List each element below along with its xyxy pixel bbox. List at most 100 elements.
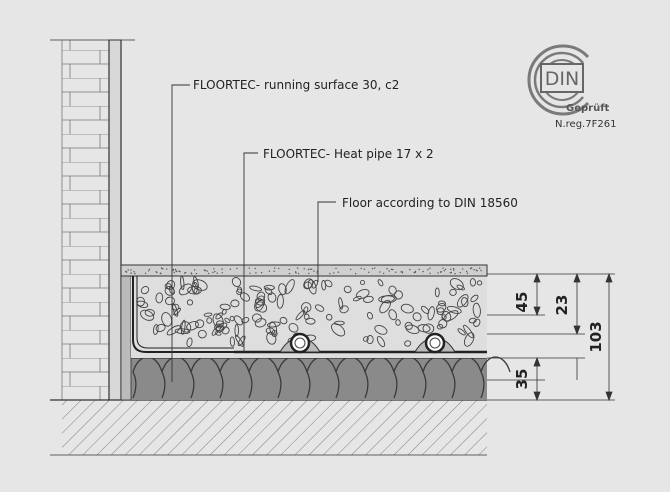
pebble (379, 299, 391, 314)
surface-grain (363, 268, 366, 270)
pebble (192, 279, 208, 291)
pebble (152, 324, 159, 335)
pebble (187, 286, 202, 295)
pebble (186, 321, 199, 331)
edge-strip (120, 273, 132, 401)
surface-grain (374, 267, 376, 269)
pebble (144, 308, 155, 317)
concrete-slab (50, 399, 487, 456)
pebble (235, 334, 244, 347)
pebble (405, 324, 420, 335)
pebble (237, 335, 246, 347)
pebble (168, 286, 175, 295)
surface-grain (444, 268, 447, 271)
pebble (191, 281, 198, 294)
surface-grain (308, 272, 310, 275)
pebble (155, 292, 164, 304)
pebble (300, 302, 312, 313)
pebble (338, 297, 344, 310)
surface-grain (422, 270, 424, 273)
pebble (456, 284, 465, 291)
pebble (194, 319, 205, 329)
pebble (427, 306, 435, 321)
surface-grain (476, 270, 478, 272)
pebble (164, 296, 176, 306)
pebble (231, 277, 242, 287)
surface-grain (190, 272, 192, 274)
pebble (264, 287, 273, 296)
pebble (376, 336, 386, 348)
surface-grain (333, 272, 335, 274)
surface-grain (337, 271, 340, 273)
pebble (472, 302, 481, 318)
pebble (288, 323, 299, 333)
pebble (174, 328, 191, 335)
pebble (463, 324, 474, 339)
dim-35: 35 (513, 369, 531, 390)
pebble (267, 292, 277, 303)
surface-grain (162, 268, 164, 270)
surface-grain (130, 269, 132, 271)
pebble (303, 278, 314, 290)
pebble (404, 340, 412, 347)
surface-grain (429, 272, 431, 274)
surface-grain (400, 271, 402, 273)
surface-grain (208, 272, 210, 275)
pebble (476, 280, 483, 286)
surface-grain (392, 268, 394, 271)
surface-grain (148, 268, 151, 270)
surface-grain (473, 269, 475, 271)
surface-grain (469, 267, 472, 270)
surface-grain (288, 272, 291, 275)
insulation-panel (121, 356, 511, 400)
pebble (417, 324, 431, 333)
label-heat-pipe: FLOORTEC- Heat pipe 17 x 2 (263, 147, 434, 161)
pebble (265, 327, 276, 335)
surface-grain (184, 272, 186, 274)
dim-103: 103 (587, 321, 605, 352)
surface-grain (329, 272, 331, 275)
pebble (331, 323, 346, 337)
pebble (314, 304, 325, 312)
logo-registration: N.reg.7F261 (555, 119, 616, 130)
pebble (307, 279, 317, 295)
pebble (269, 321, 278, 336)
surface-grain (409, 268, 411, 271)
surface-grain (274, 267, 276, 269)
pebble (436, 324, 444, 330)
pebble (224, 317, 231, 324)
pebble (438, 319, 448, 329)
pebble (456, 294, 469, 308)
pebble (302, 306, 309, 315)
surface-grain (133, 271, 135, 273)
label-running-surface: FLOORTEC- running surface 30, c2 (193, 78, 399, 92)
pebble (366, 311, 374, 320)
pebble (211, 325, 222, 336)
pebble (266, 331, 277, 345)
pebble (172, 303, 179, 317)
surface-grain (221, 272, 223, 274)
dimension-lines (487, 272, 615, 402)
surface-grain (453, 269, 455, 271)
pebble (215, 322, 228, 332)
logo-mark: DIN (545, 68, 579, 90)
surface-grain (134, 272, 136, 275)
pebble (221, 326, 230, 335)
pebble (278, 283, 287, 295)
pebble (178, 283, 193, 296)
surface-grain (442, 267, 444, 269)
pebble (197, 329, 207, 339)
surface-grain (156, 271, 158, 274)
pebble (279, 316, 288, 325)
surface-grain (268, 270, 271, 272)
pebble (434, 287, 440, 298)
pebble (186, 299, 194, 306)
surface-grain (213, 268, 215, 270)
surface-grain (173, 271, 175, 274)
surface-grain (383, 272, 385, 275)
pebble (366, 335, 374, 345)
pebble (179, 321, 192, 333)
pebble (254, 295, 266, 312)
label-floor: Floor according to DIN 18560 (342, 196, 518, 210)
